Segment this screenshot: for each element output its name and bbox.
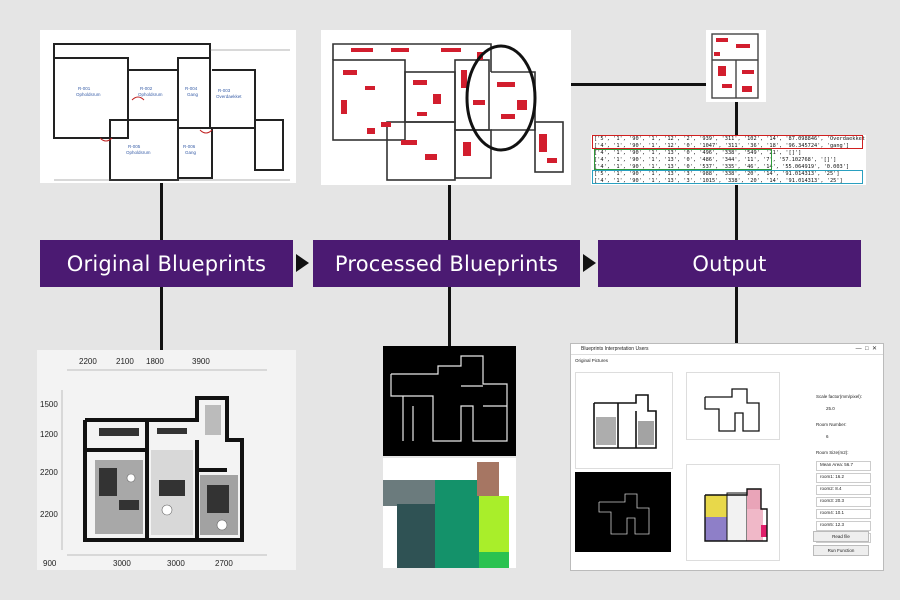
stage-label: Output — [692, 251, 767, 276]
highlight-teal — [592, 170, 863, 184]
processed-blueprint-top — [321, 30, 571, 185]
gui-window: Blueprints Interpretation Users — □ ✕ Or… — [570, 343, 884, 571]
scale-label: Scale factor(mm/pixel): — [816, 394, 863, 399]
output-row: ['5', '1', '90', '1', '12', '2', '939', … — [594, 136, 866, 142]
edge-lines — [390, 355, 508, 442]
furnished-floorplan-drawing — [61, 369, 267, 556]
connector-col2-top — [448, 185, 451, 241]
stage-label: Processed Blueprints — [334, 251, 559, 276]
output-row: ['4', '1', '90', '1', '12', '0', '1047',… — [594, 143, 850, 149]
thumb-black-edges — [598, 493, 650, 535]
dimension-label: 2200 — [79, 357, 97, 366]
connector-output-crop — [735, 102, 738, 136]
output-row: ['4', '1', '90', '1', '13', '0', '537', … — [594, 164, 850, 170]
room-size-field[interactable]: Mean Area: 56.7 — [816, 461, 871, 471]
dimension-label: 2200 — [40, 468, 58, 477]
processed-floorplan-drawing — [332, 43, 564, 181]
dimension-label: 3900 — [192, 357, 210, 366]
stage-processed-blueprints: Processed Blueprints — [313, 240, 580, 287]
dimension-label: 2100 — [116, 357, 134, 366]
room-id: R-005 — [128, 144, 141, 149]
dimension-label: 2700 — [215, 559, 233, 568]
segmentation-regions — [383, 462, 509, 568]
room-id: R-002 — [140, 86, 153, 91]
output-row: ['5', '1', '90', '1', '13', '3', '988', … — [594, 171, 840, 177]
output-data-table: ['5', '1', '90', '1', '12', '2', '939', … — [591, 135, 866, 185]
room-name: Opholdsrum — [138, 92, 163, 97]
room-size-field[interactable]: room1: 16.2 — [816, 473, 871, 483]
segment — [479, 552, 509, 568]
segment — [477, 462, 499, 496]
room-number-value: 6 — [826, 434, 829, 439]
room-size-field[interactable]: room5: 12.3 — [816, 521, 871, 531]
highlight-red — [592, 135, 863, 149]
segment — [479, 496, 509, 552]
dimension-label: 1800 — [146, 357, 164, 366]
connector-col1-bottom — [160, 286, 163, 350]
highlight-green — [594, 149, 772, 170]
read-file-button[interactable]: Read file — [813, 531, 869, 542]
arrow-right-icon — [583, 254, 596, 272]
room-name: Gang — [185, 150, 197, 155]
connector-col1-top — [160, 183, 163, 241]
room-size-label: Room Size(m2): — [816, 450, 849, 455]
stage-original-blueprints: Original Blueprints — [40, 240, 293, 287]
dimension-label: 1200 — [40, 430, 58, 439]
gui-thumb-original — [575, 372, 673, 469]
cropped-room-drawing — [711, 33, 759, 99]
original-blueprint-bottom: 2200 2100 1800 3900 900 3000 3000 2700 1… — [37, 350, 296, 570]
dimension-label: 3000 — [167, 559, 185, 568]
original-blueprint-top: R-001 Opholdsrum R-002 Opholdsrum R-003 … — [40, 30, 296, 183]
original-pictures-label: Original Pictures — [575, 358, 609, 363]
floorplan-drawing: R-001 Opholdsrum R-002 Opholdsrum R-003 … — [53, 43, 290, 181]
room-name: Overdaekket — [216, 94, 242, 99]
output-crop-image — [706, 30, 766, 102]
arrow-right-icon — [296, 254, 309, 272]
room-id: R-003 — [218, 88, 231, 93]
output-row: ['4', '1', '90', '1', '13', '0', '496', … — [594, 150, 802, 156]
gui-thumb-colored — [686, 464, 780, 561]
stage-label: Original Blueprints — [66, 251, 267, 276]
dimension-label: 3000 — [113, 559, 131, 568]
room-name: Opholdsrum — [126, 150, 151, 155]
gui-thumb-black — [575, 472, 671, 552]
minimize-icon[interactable]: — — [855, 346, 862, 352]
stage-output: Output — [598, 240, 861, 287]
dimension-label: 1500 — [40, 400, 58, 409]
room-id: R-004 — [185, 86, 198, 91]
room-number-label: Room Number: — [816, 422, 847, 427]
gui-thumb-edges — [686, 372, 780, 440]
room-size-field[interactable]: room2: 8.4 — [816, 485, 871, 495]
thumb-colored-plan — [704, 488, 768, 542]
room-size-field[interactable]: room4: 10.1 — [816, 509, 871, 519]
connector-col3-top — [735, 183, 738, 241]
output-row: ['4', '1', '90', '1', '13', '3', '1015',… — [594, 178, 843, 184]
connector-col3-bottom — [735, 286, 738, 346]
room-id: R-001 — [78, 86, 91, 91]
dimension-label: 900 — [43, 559, 57, 568]
thumb-edges — [704, 388, 760, 432]
room-size-field[interactable]: room3: 20.3 — [816, 497, 871, 507]
run-function-button[interactable]: Run Function — [813, 545, 869, 556]
dimension-label: 2200 — [40, 510, 58, 519]
segmentation-image — [383, 458, 516, 568]
scale-value: 25.0 — [826, 406, 835, 411]
segment — [383, 480, 435, 506]
maximize-icon[interactable]: □ — [865, 346, 869, 352]
connector-zoom-line — [537, 83, 707, 86]
output-row: ['4', '1', '90', '1', '13', '0', '486', … — [594, 157, 837, 163]
segment — [397, 504, 435, 568]
connector-col2-bottom — [448, 286, 451, 346]
thumb-plan — [593, 394, 657, 449]
room-name: Gang — [187, 92, 199, 97]
segment — [435, 480, 483, 568]
close-icon[interactable]: ✕ — [871, 346, 877, 352]
window-title: Blueprints Interpretation Users — [571, 344, 883, 355]
zoom-highlight-circle — [465, 44, 537, 152]
room-id: R-006 — [183, 144, 196, 149]
room-name: Opholdsrum — [76, 92, 101, 97]
edge-detection-image — [383, 346, 516, 456]
window-controls: — □ ✕ — [856, 345, 877, 352]
